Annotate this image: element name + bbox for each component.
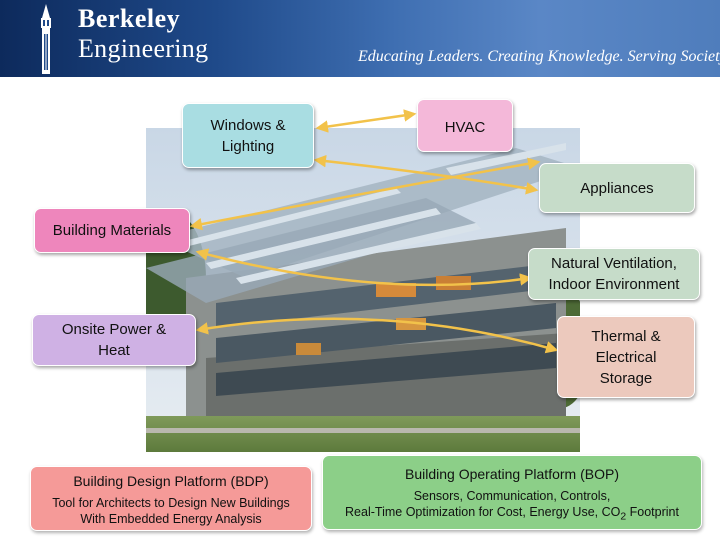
logo-line-2: Engineering [78,34,208,64]
windows-lighting-label: Windows & Lighting [182,103,314,168]
building-materials-label: Building Materials [34,208,190,253]
bop-line-2: Real-Time Optimization for Cost, Energy … [323,504,701,526]
bop-description: Sensors, Communication, Controls, Real-T… [323,488,701,526]
bop-line-1: Sensors, Communication, Controls, [323,488,701,504]
campanile-tower-icon [34,4,58,74]
header-banner: Berkeley Engineering Educating Leaders. … [0,0,720,77]
thermal-storage-label: Thermal & Electrical Storage [557,316,695,398]
logo-line-1: Berkeley [78,4,180,34]
bdp-line-1: Tool for Architects to Design New Buildi… [31,495,311,511]
hvac-text: HVAC [445,117,486,138]
tagline: Educating Leaders. Creating Knowledge. S… [358,48,720,66]
onsite-power-label: Onsite Power & Heat [32,314,196,366]
bdp-line-2: With Embedded Energy Analysis [31,511,311,527]
windows-lighting-text: Windows & Lighting [198,115,298,157]
building-materials-text: Building Materials [53,220,171,241]
thermal-storage-text: Thermal & Electrical Storage [576,326,676,389]
natural-ventilation-text: Natural Ventilation, Indoor Environment [529,253,699,295]
bop-title: Building Operating Platform (BOP) [323,466,701,482]
onsite-power-text: Onsite Power & Heat [54,319,174,361]
natural-ventilation-label: Natural Ventilation, Indoor Environment [528,248,700,300]
hvac-label: HVAC [417,99,513,152]
bdp-description: Tool for Architects to Design New Buildi… [31,495,311,527]
bop-box: Building Operating Platform (BOP) Sensor… [322,455,702,530]
bop-line-2-prefix: Real-Time Optimization for Cost, Energy … [345,505,620,519]
appliances-text: Appliances [580,178,653,199]
appliances-label: Appliances [539,163,695,213]
bdp-title: Building Design Platform (BDP) [31,473,311,489]
bop-line-2-suffix: Footprint [626,505,679,519]
building-photo [146,128,580,452]
bdp-box: Building Design Platform (BDP) Tool for … [30,466,312,531]
